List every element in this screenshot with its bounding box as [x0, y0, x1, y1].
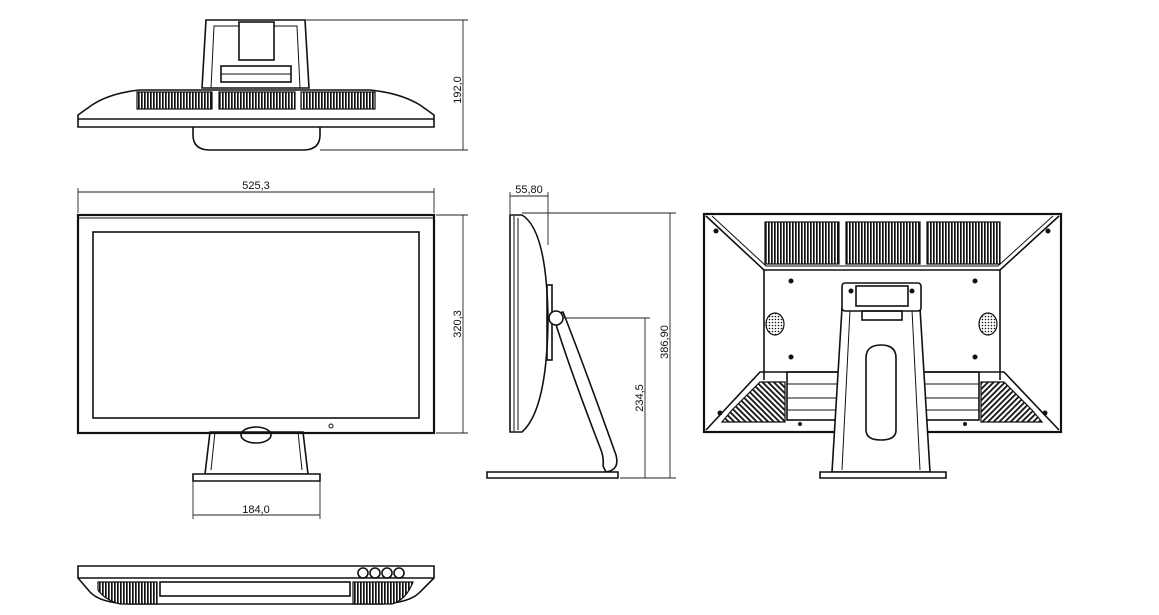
dim-side-depth: 55,80 — [515, 184, 543, 196]
screw-icon — [1045, 228, 1051, 234]
screw-icon — [972, 354, 978, 360]
osd-button-icon — [381, 567, 393, 579]
bottom-vent-right — [352, 581, 414, 605]
front-view-bezel — [76, 213, 436, 435]
osd-button-icon — [357, 567, 369, 579]
rear-view — [702, 212, 1063, 479]
dim-front-height: 320,3 — [452, 310, 464, 338]
front-view-cable-hole — [240, 426, 272, 444]
side-view-stand-base — [486, 471, 619, 479]
top-vent-right — [300, 91, 376, 110]
front-view-screen — [92, 231, 420, 419]
screw-icon — [972, 278, 978, 284]
front-view-stand-base — [192, 473, 321, 482]
osd-button-icon — [393, 567, 405, 579]
side-view-stand-arm — [551, 311, 618, 473]
bottom-view-connector-bay — [159, 581, 351, 597]
side-view: 55,80 386,90 234,5 — [486, 184, 676, 479]
rear-view-stand-base — [819, 471, 947, 479]
top-view-hinge-block — [238, 21, 275, 61]
rear-view-stand-neck — [831, 307, 931, 473]
top-vent-center — [218, 91, 296, 110]
dim-side-total-height: 386,90 — [659, 325, 671, 359]
rear-view-cable-slot — [865, 344, 897, 441]
screw-icon — [788, 278, 794, 284]
bottom-view — [77, 565, 435, 605]
top-view-stand-base — [192, 127, 321, 151]
top-view: 192,0 — [77, 19, 468, 151]
front-view-stand-neck — [204, 431, 309, 475]
rear-lower-vent-left — [720, 381, 786, 423]
screw-icon — [798, 422, 802, 426]
rear-vent-left — [764, 221, 840, 265]
screw-icon — [713, 228, 719, 234]
speaker-right-icon — [978, 312, 998, 336]
dim-stand-base-width: 184,0 — [242, 504, 270, 516]
dim-front-width: 525,3 — [242, 180, 270, 192]
screw-icon — [963, 422, 967, 426]
screw-icon — [788, 354, 794, 360]
rear-vent-right — [926, 221, 1001, 265]
top-vent-left — [136, 91, 213, 110]
rear-vent-center — [845, 221, 921, 265]
front-view: 525,3 320,3 184,0 — [76, 180, 468, 519]
power-led-icon — [328, 423, 334, 429]
dim-side-hinge-height: 234,5 — [634, 384, 646, 412]
side-view-panel — [509, 214, 549, 433]
rear-lower-vent-right — [980, 381, 1044, 423]
side-view-hinge — [548, 310, 564, 326]
dim-top-depth: 192,0 — [452, 76, 464, 104]
osd-button-icon — [369, 567, 381, 579]
speaker-left-icon — [765, 312, 785, 336]
bottom-vent-left — [97, 581, 158, 605]
